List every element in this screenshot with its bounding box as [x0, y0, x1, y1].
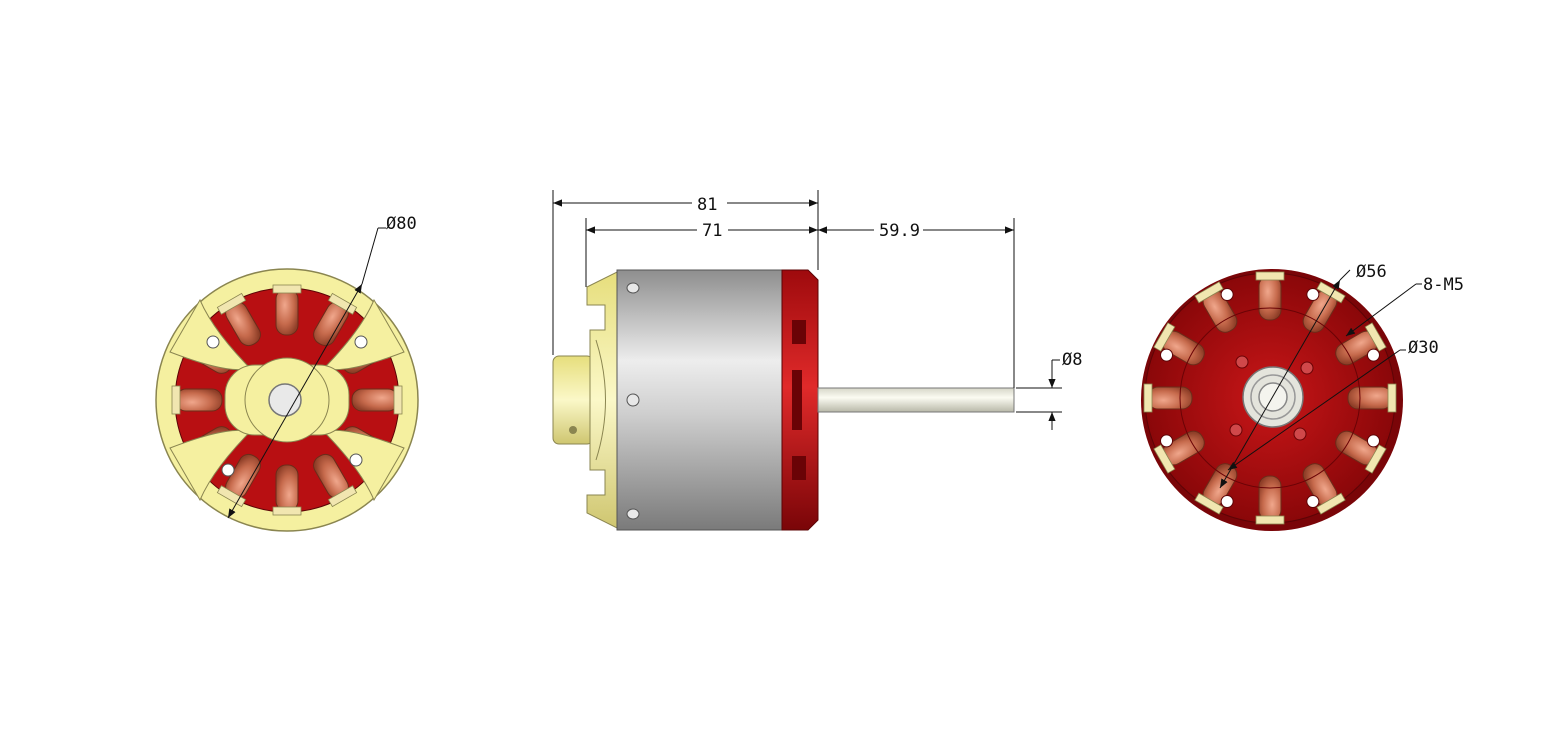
- rear-mount-hole: [1220, 494, 1234, 508]
- side-mount-bracket: [586, 271, 618, 529]
- rear-mount-hole: [1220, 288, 1234, 302]
- front-coil: [171, 385, 223, 415]
- shaft-diameter-label: Ø8: [1062, 350, 1082, 370]
- rear-mount-hole: [1306, 494, 1320, 508]
- front-diameter-label: Ø80: [386, 214, 417, 234]
- front-coil: [272, 464, 302, 516]
- rear-coil: [1347, 383, 1397, 413]
- rear-coil: [1143, 383, 1193, 413]
- front-coil: [272, 284, 302, 336]
- side-can-screws: [626, 282, 640, 520]
- side-shaft: [817, 387, 1015, 413]
- rear-mount-hole: [1366, 434, 1380, 448]
- thread-label: 8-M5: [1423, 275, 1464, 295]
- front-coil: [351, 385, 403, 415]
- total-length-label: 81: [697, 195, 717, 215]
- rear-mount-hole: [1160, 434, 1174, 448]
- thread-leader: [1345, 283, 1417, 337]
- side-view: 81 71 59.9 Ø8: [552, 190, 1082, 531]
- bolt-circle-label: Ø56: [1356, 262, 1387, 282]
- rear-coil: [1255, 475, 1285, 525]
- rear-mount-hole: [1306, 288, 1320, 302]
- front-diameter-dim-line: [227, 283, 363, 519]
- front-diameter-leader: [361, 227, 379, 285]
- front-shaft-end: [268, 383, 302, 417]
- rear-mount-holes: [1160, 288, 1380, 508]
- rear-coil: [1153, 322, 1205, 366]
- rear-coil: [1255, 271, 1285, 321]
- rear-coil: [1153, 430, 1205, 474]
- rear-mount-hole: [1366, 348, 1380, 362]
- center-diameter-dim-line: [1227, 349, 1401, 471]
- front-view: Ø80: [155, 214, 419, 532]
- body-length-label: 71: [702, 221, 722, 241]
- side-bell-vents: [792, 320, 806, 480]
- side-stator-can: [616, 269, 783, 531]
- rear-view: Ø56 8-M5 Ø30: [1141, 262, 1464, 531]
- shaft-length-label: 59.9: [879, 221, 920, 241]
- side-collar-hole: [569, 426, 577, 434]
- center-diameter-label: Ø30: [1408, 338, 1439, 358]
- bolt-circle-dim-line: [1219, 279, 1341, 489]
- rear-mount-hole: [1160, 348, 1174, 362]
